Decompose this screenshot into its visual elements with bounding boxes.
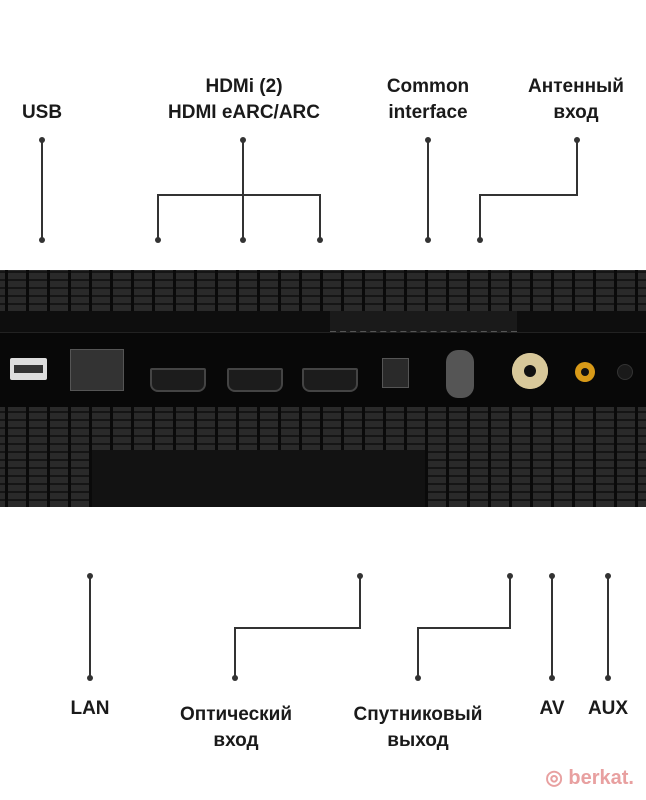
panel-block — [92, 450, 425, 507]
label-antenna: Антенный вход — [528, 74, 624, 126]
optical-port — [382, 358, 409, 388]
watermark-logo: ◎ berkat. — [545, 765, 634, 790]
label-antenna-line1: Антенный — [528, 76, 624, 97]
antenna-port — [446, 350, 474, 398]
label-optical-line2: вход — [213, 730, 259, 751]
label-ci-line2: interface — [388, 102, 468, 123]
hdmi-port-1 — [150, 368, 206, 392]
berkat-logo-icon: ◎ — [545, 767, 563, 789]
vent-grid-top — [0, 270, 646, 311]
label-av: AV — [539, 698, 565, 719]
watermark-text: berkat. — [568, 767, 634, 789]
label-hdmi: HDMi (2) HDMI eARC/ARC — [168, 74, 320, 126]
label-lan: LAN — [70, 698, 110, 719]
ci-slot — [330, 311, 517, 333]
label-hdmi-line2: HDMI eARC/ARC — [168, 102, 320, 123]
label-optical: Оптический вход — [180, 702, 292, 754]
label-optical-line1: Оптический — [179, 704, 293, 725]
av-port — [512, 353, 548, 389]
label-satellite-line2: выход — [387, 730, 449, 751]
hdmi-port-2 — [227, 368, 283, 392]
label-usb: USB — [21, 102, 63, 123]
label-satellite-line1: Спутниковый — [353, 704, 483, 725]
tv-back-panel — [0, 270, 646, 507]
aux-jack-port — [617, 364, 633, 380]
hdmi-port-3 — [302, 368, 358, 392]
usb-port — [10, 358, 47, 380]
label-ci-line1: Common — [386, 76, 470, 97]
aux-rca-port — [575, 362, 595, 382]
lan-port — [70, 349, 124, 391]
label-antenna-line2: вход — [553, 102, 599, 123]
label-satellite: Спутниковый выход — [354, 702, 483, 754]
label-common-interface: Common interface — [387, 74, 469, 126]
label-hdmi-line1: HDMi (2) — [205, 76, 283, 97]
label-aux: AUX — [587, 698, 629, 719]
